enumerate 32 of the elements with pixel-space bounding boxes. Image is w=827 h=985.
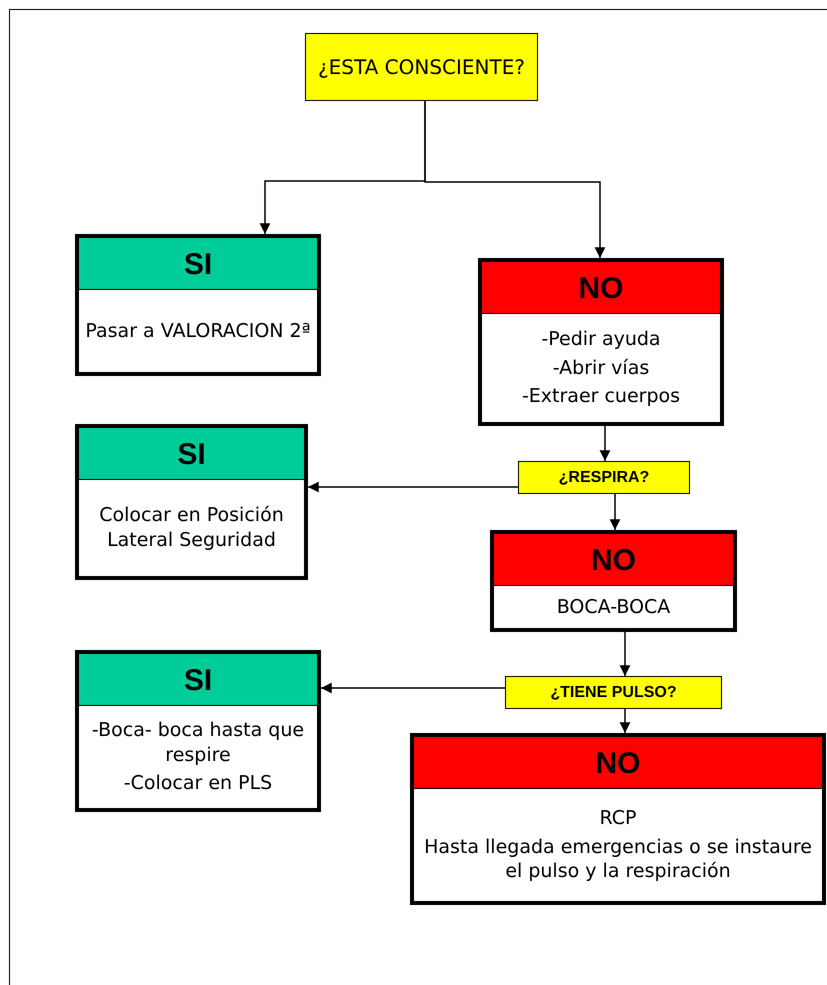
answer-header: NO <box>482 262 720 314</box>
arrow <box>424 101 606 258</box>
instruction-text: RCP <box>600 806 636 831</box>
arrow <box>620 632 630 676</box>
arrow <box>620 709 630 734</box>
action-box <box>75 424 308 580</box>
answer-header: NO <box>494 534 733 586</box>
answer-header: SI <box>79 654 317 706</box>
instruction-text: -Pedir ayuda <box>541 326 661 352</box>
arrow <box>610 494 620 530</box>
instruction-text: -Abrir vías <box>552 356 650 380</box>
answer-header: SI <box>79 428 304 480</box>
instruction-text: Hasta llegada emergencias o se instaure el pulso y la respiración <box>423 834 813 884</box>
instruction-text: Pasar a VALORACION 2ª <box>85 318 311 344</box>
instruction-text: -Boca- boca hasta que respire <box>90 718 306 768</box>
action-box <box>75 234 321 376</box>
decision-box: ¿RESPIRA? <box>518 461 690 494</box>
action-box <box>75 650 321 812</box>
instruction-text: -Colocar en PLS <box>124 771 272 796</box>
instruction-text: -Extraer cuerpos <box>522 384 680 410</box>
instruction-text: Colocar en Posición Lateral Seguridad <box>98 503 285 553</box>
decision-box: ¿TIENE PULSO? <box>505 676 722 709</box>
arrow <box>320 682 505 694</box>
arrow <box>600 426 610 462</box>
action-box <box>478 258 724 426</box>
action-box <box>410 733 826 905</box>
instruction-text: BOCA-BOCA <box>556 594 670 620</box>
arrow <box>308 482 518 492</box>
decision-box: ¿ESTA CONSCIENTE? <box>305 33 538 101</box>
action-box <box>490 530 737 632</box>
answer-header: SI <box>79 238 317 290</box>
answer-header: NO <box>414 737 822 789</box>
